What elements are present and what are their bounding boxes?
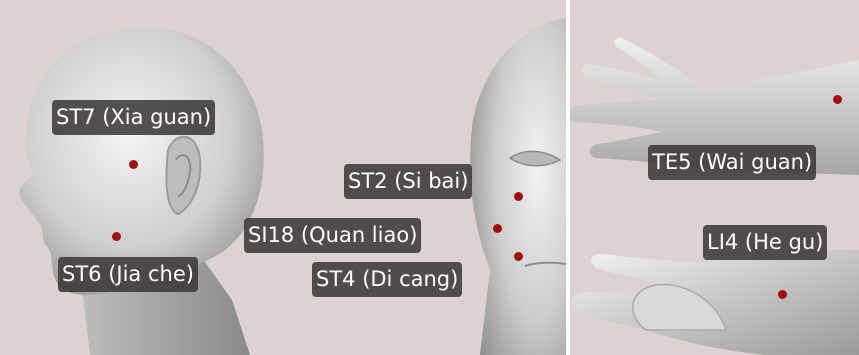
- st4-label: ST4 (Di cang): [312, 262, 462, 297]
- te5-point: [833, 95, 842, 104]
- st7-point: [129, 160, 138, 169]
- si18-label: SI18 (Quan liao): [244, 218, 421, 253]
- front-head-illustration: [465, 0, 566, 355]
- st2-point: [514, 192, 523, 201]
- panel-divider: [566, 0, 570, 355]
- li4-point: [778, 290, 787, 299]
- st4-point: [514, 252, 523, 261]
- st2-label: ST2 (Si bai): [344, 164, 472, 199]
- st6-label: ST6 (Jia che): [58, 257, 198, 292]
- front-head-panel: [465, 0, 566, 355]
- si18-point: [493, 224, 502, 233]
- li4-label: LI4 (He gu): [703, 225, 827, 260]
- st6-point: [112, 232, 121, 241]
- st7-label: ST7 (Xia guan): [52, 100, 215, 135]
- te5-label: TE5 (Wai guan): [648, 145, 816, 180]
